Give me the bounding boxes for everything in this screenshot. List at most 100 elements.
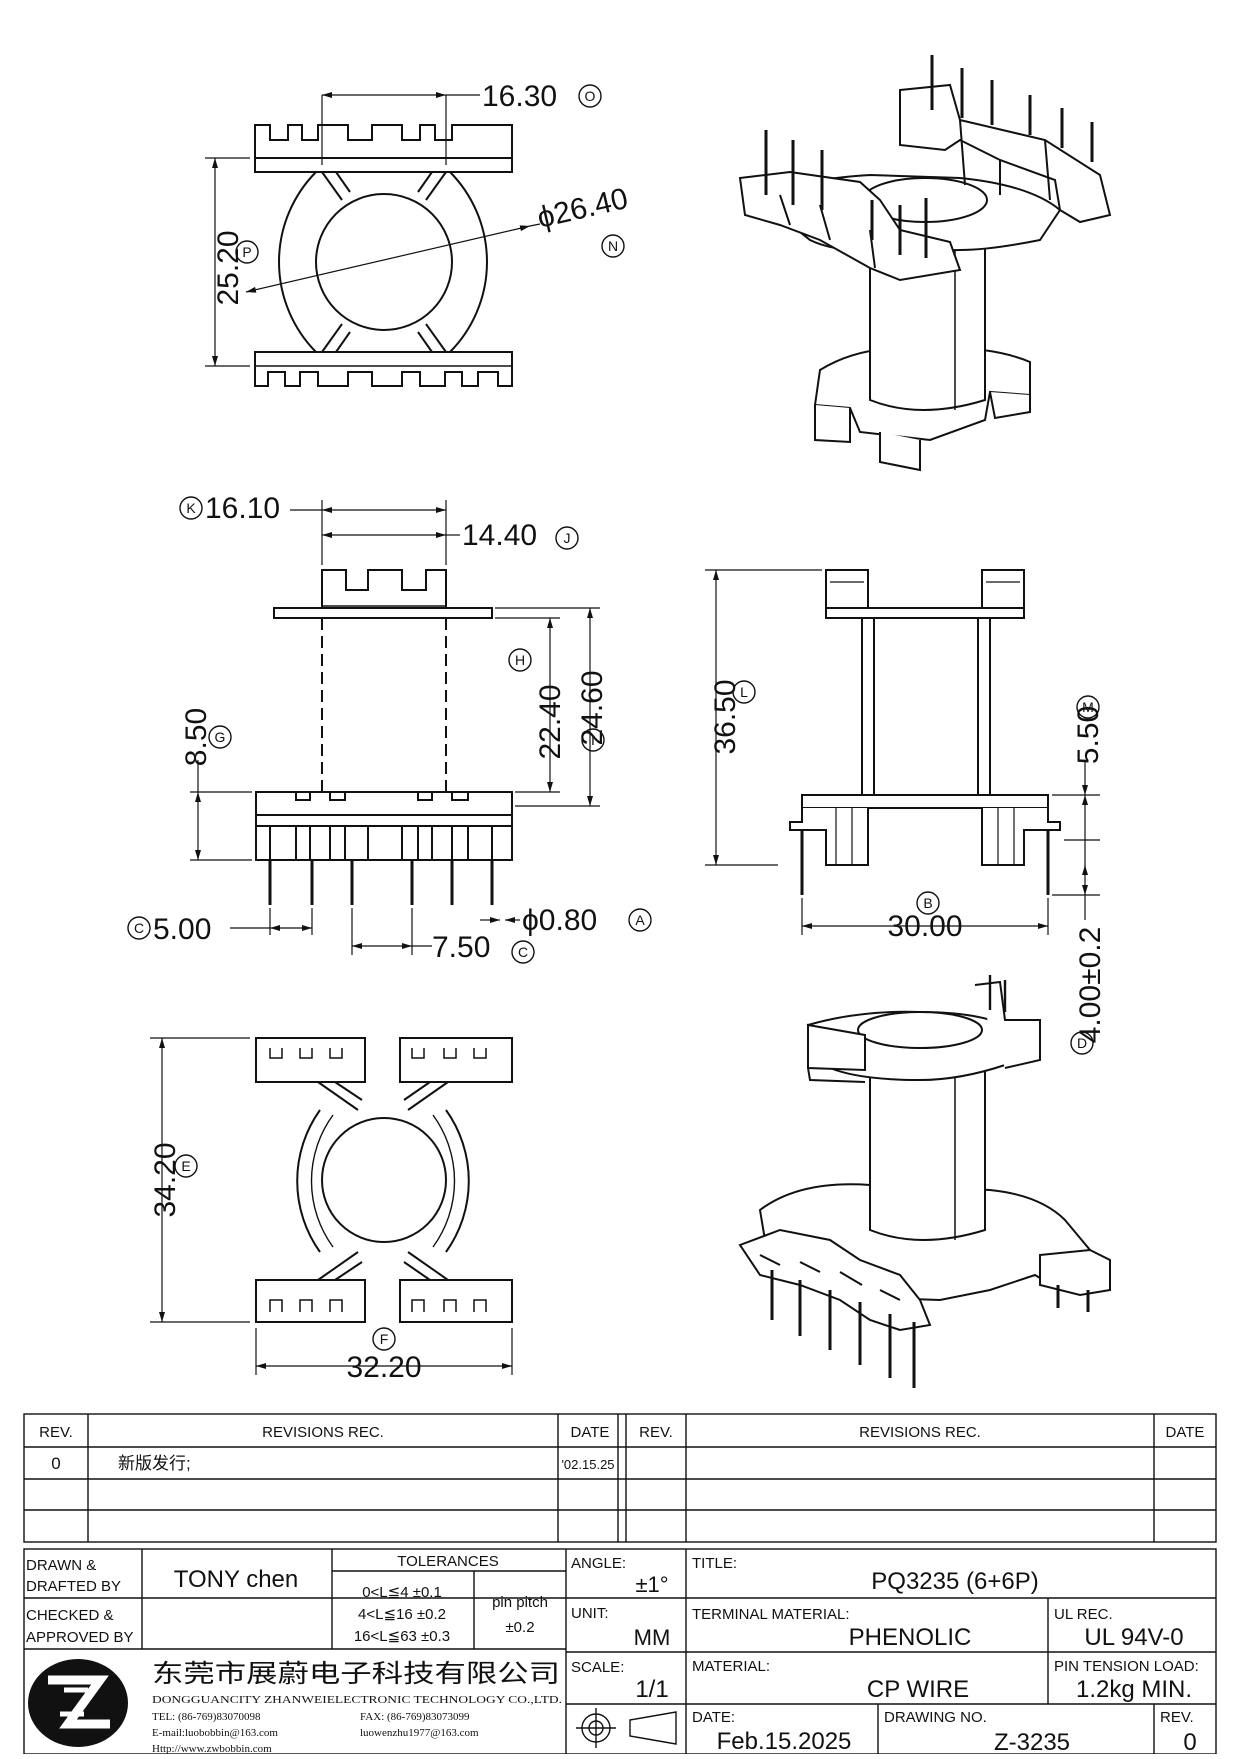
svg-text:G: G	[215, 729, 226, 745]
svg-text:E: E	[181, 1158, 190, 1174]
material-label: MATERIAL:	[692, 1658, 770, 1675]
ref-circle-g: G	[208, 725, 232, 749]
side-height-dim: 36.50	[709, 679, 742, 754]
company-tel: TEL: (86-769)83070098	[152, 1711, 261, 1723]
svg-text:N: N	[608, 238, 618, 254]
bottom-height-dim: 34.20	[149, 1142, 182, 1217]
top-view	[205, 92, 541, 387]
rev-label: REV.	[1160, 1709, 1194, 1726]
rev-row-0-rec: 新版发行;	[118, 1454, 191, 1473]
drawing-no-label: DRAWING NO.	[884, 1709, 987, 1726]
rev-header-2: REV.	[639, 1424, 673, 1441]
pin-pitch-label: pin pitch	[492, 1594, 548, 1611]
side-width-dim: 30.00	[887, 910, 962, 943]
ref-circle-k: K	[179, 496, 203, 520]
ref-circle-l: L	[732, 680, 756, 704]
front-base-height-dim: 8.50	[180, 708, 213, 766]
iso-view-top	[738, 55, 1112, 472]
side-flange-dim: 5.50	[1072, 706, 1105, 764]
top-height-dim: 25.20	[212, 230, 245, 305]
ul-rec-label: UL REC.	[1054, 1606, 1113, 1623]
angle-value: ±1°	[635, 1572, 668, 1597]
revisions-table	[23, 1413, 1217, 1543]
ref-circle-p: P	[235, 240, 259, 264]
angle-label: ANGLE:	[571, 1555, 626, 1572]
company-email-2: luowenzhu1977@163.com	[360, 1727, 479, 1739]
tolerance-2: 4<L≦16 ±0.2	[358, 1606, 446, 1623]
side-pin-length-dim: 4.00±0.2	[1074, 927, 1107, 1044]
svg-text:M: M	[1082, 699, 1094, 715]
rev-date-header-2: DATE	[1166, 1424, 1205, 1441]
rev-header: REV.	[39, 1424, 73, 1441]
tolerances-label: TOLERANCES	[397, 1553, 498, 1570]
ref-circle-a: A	[628, 908, 652, 932]
svg-text:C: C	[134, 920, 144, 936]
rev-rec-header-2: REVISIONS REC.	[859, 1424, 981, 1441]
rev-row-0-rev: 0	[51, 1454, 60, 1473]
ref-circle-i: I	[581, 728, 605, 752]
unit-label: UNIT:	[571, 1605, 609, 1622]
iso-view-bottom	[738, 975, 1111, 1388]
date-label: DATE:	[692, 1709, 735, 1726]
rev-row-0-date: '02.15.25	[561, 1457, 614, 1472]
front-winding-height-dim: 22.40	[534, 684, 567, 759]
drawn-label-2: DRAFTED BY	[26, 1578, 121, 1595]
front-pin-spacing-dim: 5.00	[153, 913, 211, 946]
ref-circle-c1: C	[127, 916, 151, 940]
terminal-material-label: TERMINAL MATERIAL:	[692, 1606, 850, 1623]
ref-circle-d: D	[1070, 1031, 1094, 1055]
svg-text:O: O	[585, 88, 596, 104]
company-website: Http://www.zwbobbin.com	[152, 1743, 272, 1754]
svg-text:C: C	[518, 944, 528, 960]
material-value: CP WIRE	[867, 1676, 969, 1703]
checked-label-2: APPROVED BY	[26, 1629, 134, 1646]
company-name-cn: 东莞市展蔚电子科技有限公司	[152, 1660, 560, 1688]
ref-circle-n: N	[601, 234, 625, 258]
tolerance-1: 0<L≦4 ±0.1	[362, 1584, 442, 1601]
svg-text:B: B	[923, 895, 932, 911]
scale-value: 1/1	[635, 1676, 668, 1703]
pin-tension-value: 1.2kg MIN.	[1076, 1676, 1192, 1703]
tolerance-3: 16<L≦63 ±0.3	[354, 1628, 450, 1645]
ref-circle-o: O	[578, 84, 602, 108]
company-fax: FAX: (86-769)83073099	[360, 1711, 470, 1723]
top-width-dim: 16.30	[482, 80, 557, 113]
svg-text:J: J	[564, 530, 571, 546]
title-value: PQ3235 (6+6P)	[871, 1568, 1038, 1595]
bottom-width-dim: 32.20	[346, 1351, 421, 1384]
rev-date-header: DATE	[571, 1424, 610, 1441]
svg-text:A: A	[635, 912, 645, 928]
front-pin-diameter-dim: ϕ0.80	[522, 904, 597, 937]
date-value: Feb.15.2025	[717, 1728, 852, 1754]
terminal-material-value: PHENOLIC	[849, 1624, 972, 1651]
projection-symbol-icon	[576, 1708, 677, 1748]
ref-circle-b: B	[916, 891, 940, 915]
unit-value: MM	[634, 1625, 671, 1650]
rev-rec-header: REVISIONS REC.	[262, 1424, 384, 1441]
drawn-by-value: TONY chen	[174, 1566, 299, 1593]
checked-label-1: CHECKED &	[26, 1607, 114, 1624]
company-logo-icon	[28, 1659, 128, 1747]
ref-circle-e: E	[174, 1154, 198, 1178]
front-outer-width-dim: 16.10	[205, 492, 280, 525]
drawing-no-value: Z-3235	[994, 1729, 1070, 1754]
pin-pitch-tolerance: ±0.2	[505, 1619, 534, 1636]
front-total-height-dim: 24.60	[576, 670, 609, 745]
drawn-label-1: DRAWN &	[26, 1557, 96, 1574]
ref-circle-c2: C	[511, 940, 535, 964]
svg-text:L: L	[740, 684, 748, 700]
front-pin-pitch-dim: 7.50	[432, 931, 490, 964]
svg-text:F: F	[380, 1331, 389, 1347]
front-inner-width-dim: 14.40	[462, 519, 537, 552]
svg-text:P: P	[242, 244, 251, 260]
scale-label: SCALE:	[571, 1659, 624, 1676]
company-name-en: DONGGUANCITY ZHANWEIELECTRONIC TECHNOLOG…	[152, 1694, 562, 1706]
ref-circle-f: F	[372, 1327, 396, 1351]
company-email-1: E-mail:luobobbin@163.com	[152, 1727, 278, 1739]
svg-text:I: I	[591, 732, 595, 748]
pin-tension-label: PIN TENSION LOAD:	[1054, 1658, 1199, 1675]
top-diameter-dim: ϕ26.40	[534, 182, 631, 235]
svg-text:H: H	[515, 652, 525, 668]
